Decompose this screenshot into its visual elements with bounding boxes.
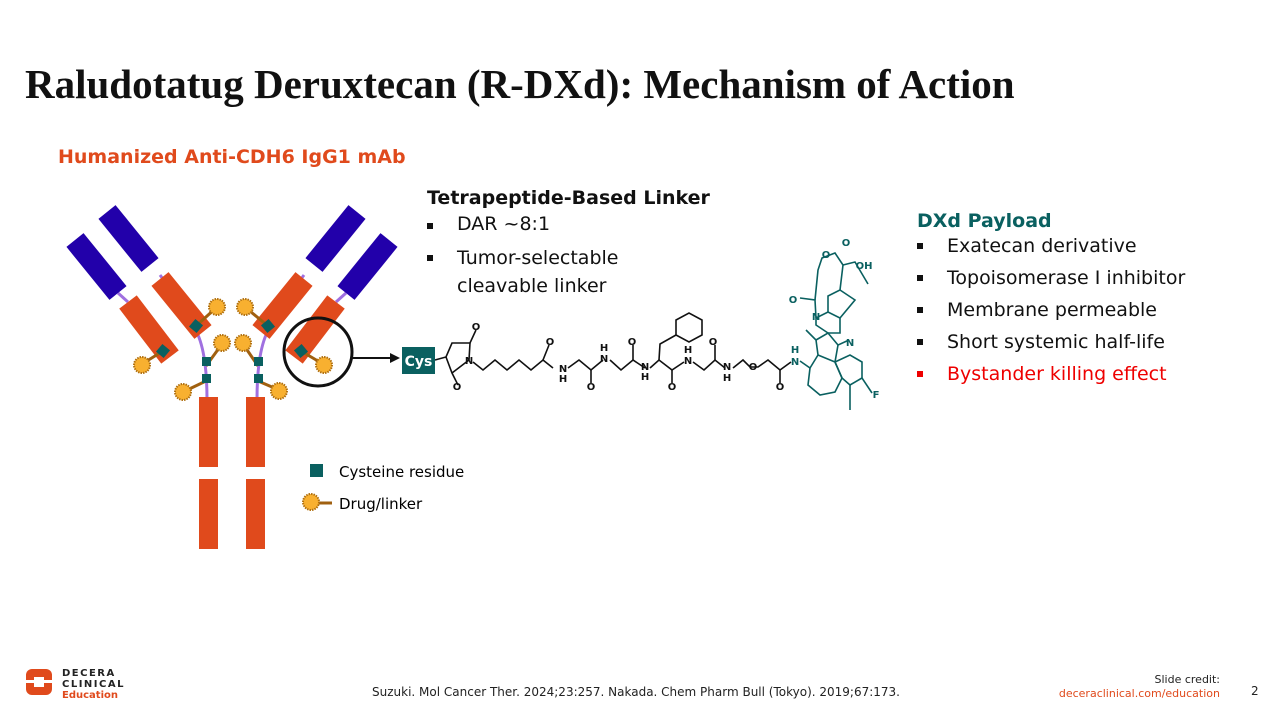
svg-text:OH: OH [856, 261, 873, 272]
dxd-payload-structure [799, 252, 873, 410]
svg-text:O: O [709, 337, 718, 348]
svg-text:O: O [776, 382, 785, 393]
payload-bullet: Short systemic half-life [917, 326, 1185, 358]
legend-drug: Drug/linker [339, 495, 423, 513]
payload-bullet: Membrane permeable [917, 294, 1185, 326]
payload-bullet: Topoisomerase I inhibitor [917, 262, 1185, 294]
svg-text:H: H [723, 373, 731, 384]
credit-link[interactable]: deceraclinical.com/education [1058, 687, 1220, 700]
decera-logo-icon [25, 669, 53, 695]
credit-label: Slide credit: [1154, 673, 1221, 686]
svg-text:O: O [628, 337, 637, 348]
drug-linker-icons [133, 298, 333, 401]
light-chain-variable-right-inner [305, 205, 366, 272]
light-chain-variable-left-outer [66, 233, 127, 300]
slide-title: Raludotatug Deruxtecan (R-DXd): Mechanis… [25, 61, 1015, 107]
svg-text:N: N [684, 356, 692, 367]
payload-bullet: Exatecan derivative [917, 230, 1185, 262]
svg-text:N: N [465, 356, 473, 367]
cysteine-residues [155, 318, 309, 383]
antibody-illustration [66, 205, 400, 549]
svg-text:O: O [668, 382, 677, 393]
cysteine-legend-icon [310, 464, 323, 477]
linker-heading: Tetrapeptide-Based Linker [427, 187, 710, 209]
svg-text:N: N [812, 312, 820, 323]
svg-text:O: O [546, 337, 555, 348]
svg-text:F: F [873, 390, 880, 401]
svg-text:H: H [684, 345, 692, 356]
svg-text:O: O [842, 238, 851, 249]
arrow-head-icon [390, 353, 400, 363]
svg-text:O: O [453, 382, 462, 393]
legend-cysteine: Cysteine residue [339, 463, 464, 481]
svg-text:O: O [472, 322, 481, 333]
svg-text:N: N [600, 354, 608, 365]
drug-legend-icon [302, 493, 320, 511]
fc-right-upper [246, 397, 265, 467]
svg-text:H: H [641, 372, 649, 383]
light-chain-variable-left-inner [98, 205, 159, 272]
citation: Suzuki. Mol Cancer Ther. 2024;23:257. Na… [372, 685, 900, 699]
svg-text:O: O [749, 362, 758, 373]
slide-credit: Slide credit: deceraclinical.com/educati… [1059, 673, 1220, 701]
linker-bullets: DAR ~8:1 Tumor-selectable cleavable link… [427, 210, 618, 298]
cys-label: Cys [405, 354, 433, 370]
fc-left-lower [199, 479, 218, 549]
linker-bullet-continuation: cleavable linker [457, 275, 607, 297]
svg-text:O: O [587, 382, 596, 393]
svg-text:N: N [846, 338, 854, 349]
svg-text:H: H [600, 343, 608, 354]
fc-right-lower [246, 479, 265, 549]
cys-box [402, 347, 435, 374]
payload-heading: DXd Payload [917, 210, 1052, 232]
svg-text:H: H [559, 374, 567, 385]
highlight-circle [282, 316, 354, 388]
svg-text:N: N [723, 362, 731, 373]
svg-text:O: O [822, 250, 831, 261]
payload-bullet-highlight: Bystander killing effect [917, 358, 1185, 390]
antibody-label: Humanized Anti-CDH6 IgG1 mAb [58, 146, 406, 168]
page-number: 2 [1251, 684, 1259, 698]
svg-text:N: N [641, 362, 649, 373]
svg-text:H: H [791, 345, 799, 356]
svg-text:O: O [789, 295, 798, 306]
svg-text:N: N [791, 357, 799, 368]
linker-bullet: DAR ~8:1 [427, 210, 618, 238]
svg-text:N: N [559, 364, 567, 375]
fc-left-upper [199, 397, 218, 467]
linker-structure [434, 312, 792, 386]
light-chain-variable-right-outer [337, 233, 398, 300]
linker-bullet: Tumor-selectable [427, 242, 618, 274]
payload-bullets: Exatecan derivative Topoisomerase I inhi… [917, 230, 1185, 390]
